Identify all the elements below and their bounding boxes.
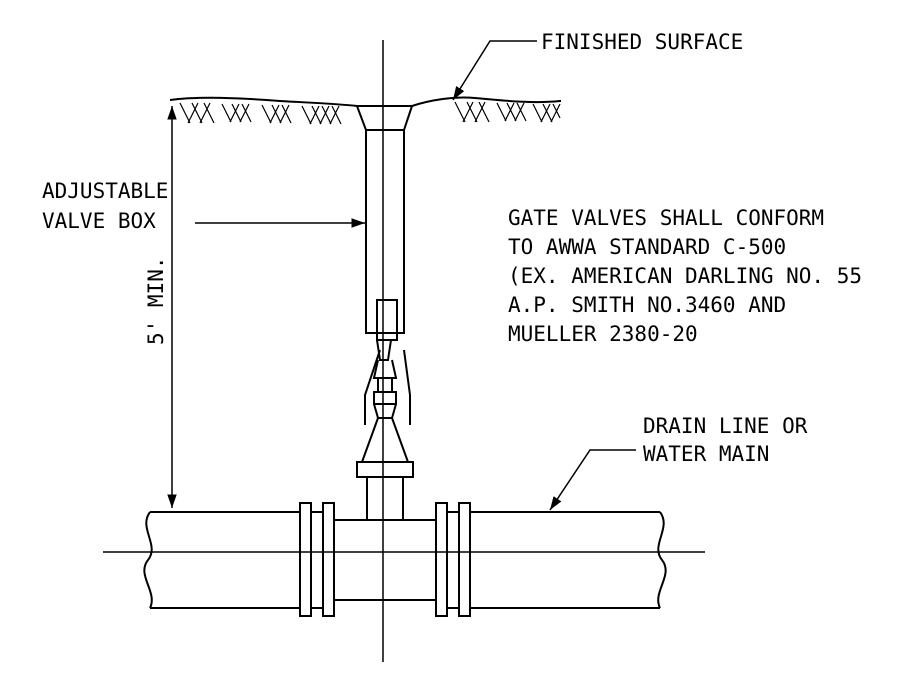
finished-surface-leader — [452, 40, 537, 101]
note-line-1: GATE VALVES SHALL CONFORM — [508, 206, 824, 230]
note-line-3: (EX. AMERICAN DARLING NO. 55 — [508, 264, 862, 288]
label-valve-box-line1: ADJUSTABLE — [42, 179, 168, 203]
label-drain-line1: DRAIN LINE OR — [643, 414, 808, 438]
valve-body-neck — [366, 477, 404, 520]
valve-box-body — [365, 129, 405, 334]
label-depth: 5' MIN. — [144, 256, 168, 345]
stem-cone — [373, 403, 397, 419]
valve-box-top-flare — [356, 105, 413, 131]
label-drain-line2: WATER MAIN — [643, 442, 769, 466]
note-line-4: A.P. SMITH NO.3460 AND — [508, 293, 786, 317]
pipe-coupling-right-inner — [435, 502, 448, 617]
label-valve-box-line2: VALVE BOX — [42, 209, 156, 233]
valve-box-skirt — [364, 349, 411, 425]
stem-coupling — [373, 391, 397, 405]
pipe-coupling-left-inner — [322, 502, 335, 617]
main-pipe — [143, 511, 300, 609]
note-line-5: MUELLER 2380-20 — [508, 322, 698, 346]
specification-notes: GATE VALVES SHALL CONFORM TO AWWA STANDA… — [508, 206, 862, 346]
note-line-2: TO AWWA STANDARD C-500 — [508, 235, 786, 259]
valve-body — [334, 519, 436, 601]
drain-line-leader — [549, 449, 636, 511]
pipe-coupling-left-body — [311, 511, 323, 609]
label-finished-surface: FINISHED SURFACE — [541, 30, 743, 54]
valve-bonnet — [360, 417, 410, 463]
stem-nut — [377, 377, 393, 393]
valve-stem-extension — [376, 299, 398, 341]
ground-hatch-left — [179, 102, 342, 125]
pipe-coupling-left-outer — [299, 502, 312, 617]
pipe-coupling-right-body — [447, 511, 459, 609]
ground-surface-line — [169, 96, 561, 107]
valve-flange — [356, 461, 414, 478]
ground-hatch-right — [454, 101, 561, 123]
pipe-coupling-right-outer — [458, 502, 471, 617]
main-pipe-right — [470, 511, 667, 609]
